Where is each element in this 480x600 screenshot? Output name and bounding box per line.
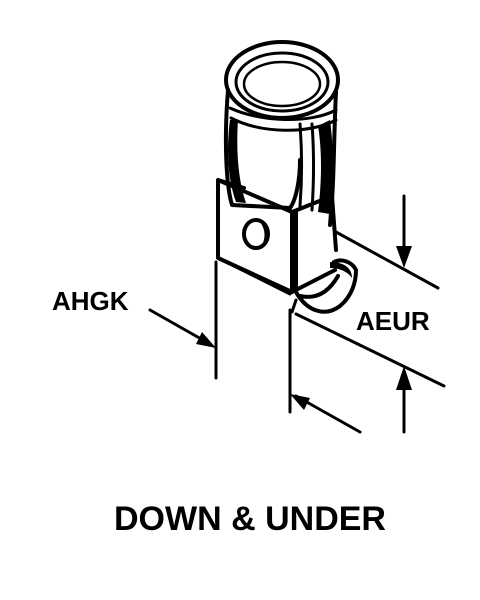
width-dimension: AHGK bbox=[52, 260, 362, 434]
height-dimension-label: AEUR bbox=[356, 306, 430, 336]
height-extension-top bbox=[334, 230, 440, 290]
height-arrow-down-icon bbox=[396, 246, 412, 268]
bent-lip bbox=[290, 258, 358, 314]
figure-caption: DOWN & UNDER bbox=[114, 500, 386, 538]
barrel-body bbox=[223, 88, 338, 227]
width-dimension-label: AHGK bbox=[52, 286, 129, 316]
height-dimension: AEUR bbox=[294, 194, 446, 434]
height-arrow-up-icon bbox=[396, 366, 412, 390]
height-extension-bottom bbox=[294, 312, 446, 388]
width-arrow-right-icon bbox=[290, 394, 310, 410]
terminal-part bbox=[216, 40, 358, 314]
barrel-opening bbox=[224, 40, 340, 120]
mounting-hole-icon bbox=[242, 218, 270, 250]
terminal-tongue bbox=[216, 178, 338, 296]
width-arrow-left-icon bbox=[196, 332, 216, 348]
